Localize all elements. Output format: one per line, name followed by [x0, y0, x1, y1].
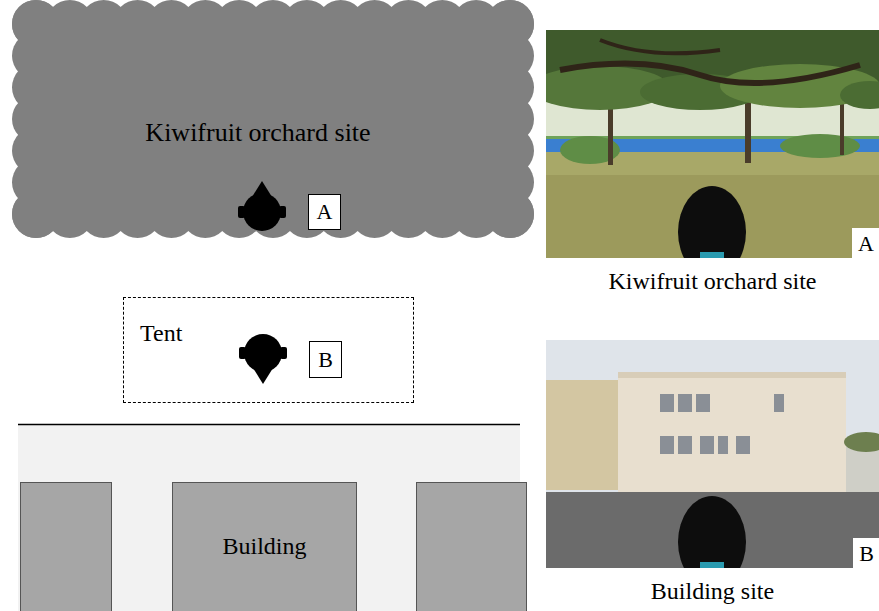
building-photo — [546, 340, 879, 568]
position-letter: B — [318, 347, 333, 372]
photo-tag: B — [853, 538, 879, 568]
head-icon — [232, 177, 292, 247]
photo-frame: BBuilding site — [546, 340, 879, 568]
position-tag: A — [308, 194, 341, 230]
tent-label: Tent — [140, 320, 182, 348]
cloud-region: Kiwifruit orchard siteA — [12, 0, 534, 238]
position-tag: B — [309, 341, 342, 378]
building-block — [417, 483, 527, 611]
photo-tag: A — [852, 228, 879, 258]
position-letter: A — [317, 199, 333, 224]
photo-frame: AKiwifruit orchard site — [546, 30, 879, 258]
photo-caption: Kiwifruit orchard site — [546, 268, 879, 296]
band-edge — [18, 424, 520, 426]
tent-area: TentB — [123, 297, 414, 403]
building-box: Building — [172, 482, 357, 611]
head-icon — [233, 318, 293, 388]
building-block — [21, 483, 112, 611]
building-label: Building — [222, 533, 306, 561]
region-label: Kiwifruit orchard site — [145, 118, 370, 148]
photo-caption: Building site — [546, 578, 879, 606]
orchard-photo — [546, 30, 879, 258]
